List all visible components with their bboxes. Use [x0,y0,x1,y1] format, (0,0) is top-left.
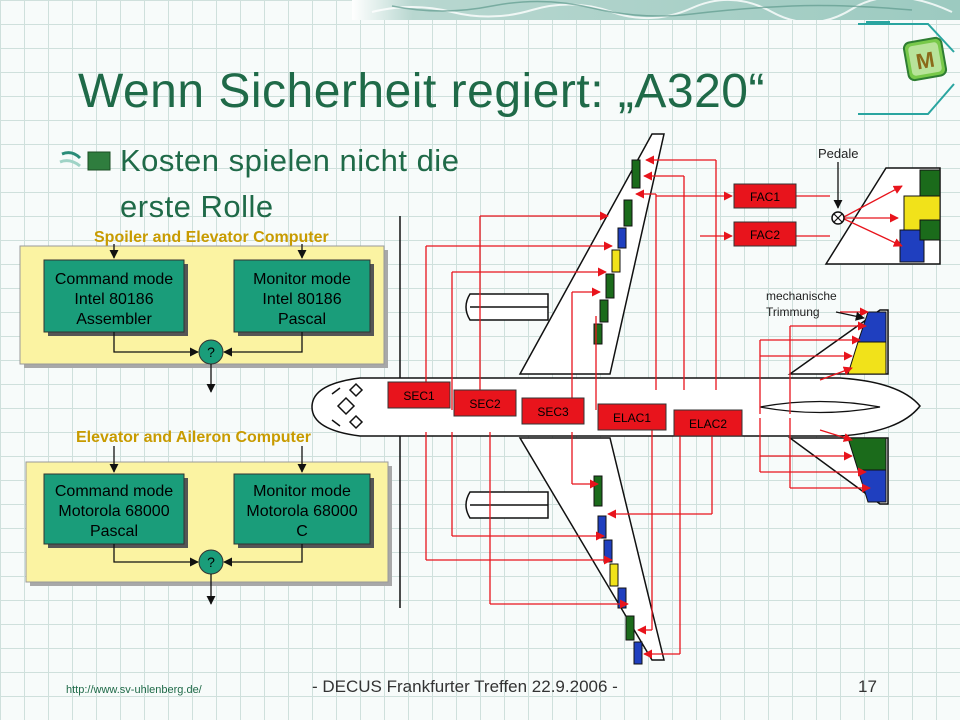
sec-monitor-line1: Monitor mode [253,271,351,288]
elac-command-line1: Command mode [55,483,173,500]
footer-url[interactable]: http://www.sv-uhlenberg.de/ [66,684,202,696]
slide-title: Wenn Sicherheit regiert: „A320“ [78,65,765,118]
sec-monitor-box [233,259,371,333]
elevator-surfaces [847,311,887,503]
rudder-surfaces [899,169,941,263]
bullet-arrow-icon [59,151,82,168]
flight-control-diagram: Spoiler and Elevator Computer Command mo… [19,133,941,665]
elac-command-box [43,473,185,545]
sec1-label: SEC1 [403,389,435,403]
sec-computer-group: Spoiler and Elevator Computer Command mo… [19,229,388,393]
sec-command-line2: Intel 80186 [74,291,153,308]
sec3-label: SEC3 [537,405,569,419]
elac-computer-group: Elevator and Aileron Computer Command mo… [25,429,392,605]
ecu-elac1: ELAC1 [597,403,667,431]
elac-monitor-line1: Monitor mode [253,483,351,500]
sec-command-line1: Command mode [55,271,173,288]
elac-monitor-line3: C [296,523,308,540]
ecu-elac2: ELAC2 [673,409,743,437]
elac-comparator-label: ? [207,554,215,570]
elac-command-line3: Pascal [90,523,138,540]
sec-monitor-line3: Pascal [278,311,326,328]
ecu-fac1: FAC1 [733,183,797,209]
page-number: 17 [858,677,877,696]
sec2-label: SEC2 [469,397,501,411]
ecu-sec3: SEC3 [521,397,585,425]
lower-wing-surfaces [593,475,643,665]
fac2-label: FAC2 [750,228,780,242]
upper-wing-surfaces [593,159,641,345]
ecu-sec1: SEC1 [387,381,451,409]
sec-comparator-label: ? [207,344,215,360]
sec-group-heading: Spoiler and Elevator Computer [94,229,329,246]
trim-label-line2: Trimmung [766,305,820,319]
elac-command-line2: Motorola 68000 [58,503,169,520]
bullet-square-icon [87,151,111,171]
pedal-input: Pedale [818,146,858,225]
elac2-label: ELAC2 [689,417,727,431]
bullet-icons [59,151,111,171]
signal-lines [425,155,903,659]
elac-monitor-line2: Motorola 68000 [246,503,357,520]
ecu-sec2: SEC2 [453,389,517,417]
sec-monitor-line2: Intel 80186 [262,291,341,308]
elac-monitor-box [233,473,371,545]
top-banner [352,0,960,20]
elac1-label: ELAC1 [613,411,651,425]
svg-text:M: M [914,47,936,75]
bullet-text: Kosten spielen nicht die erste Rolle [120,143,460,224]
corner-logo-icon: M [858,21,955,115]
footer-event: - DECUS Frankfurter Treffen 22.9.2006 - [312,677,618,696]
mechanical-trim: mechanische Trimmung [766,289,865,321]
fac1-label: FAC1 [750,190,780,204]
sec-command-line3: Assembler [76,311,152,328]
elac-group-heading: Elevator and Aileron Computer [76,429,311,446]
cockpit-windows [331,382,364,430]
trim-label-line1: mechanische [766,289,837,303]
ecu-fac2: FAC2 [733,221,797,247]
pedale-label: Pedale [818,146,858,161]
sec-command-box [43,259,185,333]
